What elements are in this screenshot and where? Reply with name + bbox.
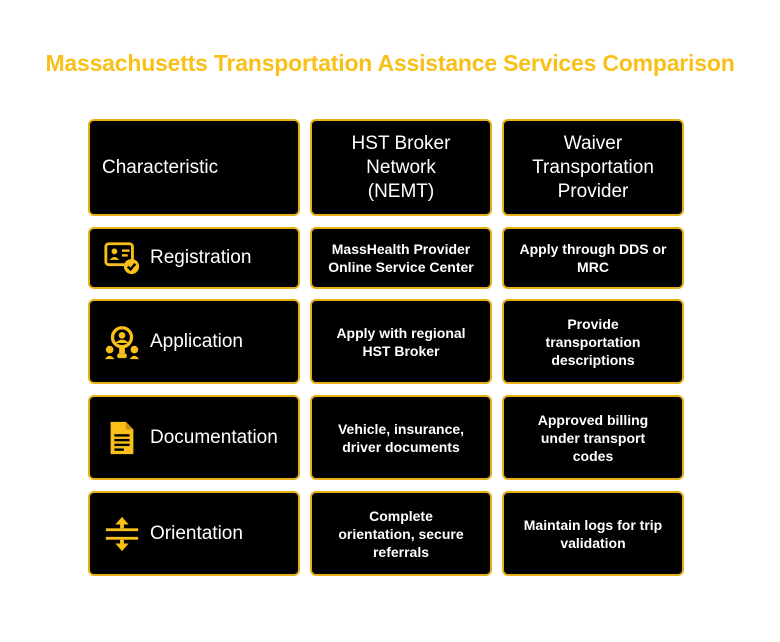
page-title: Massachusetts Transportation Assistance …	[45, 50, 735, 76]
vertical-expand-icon	[102, 514, 142, 554]
header-waiver-provider-label: Waiver Transportation Provider	[532, 132, 654, 202]
row-label-orientation: Orientation	[88, 491, 300, 576]
row-label-text: Documentation	[150, 426, 278, 448]
cell-documentation-hst: Vehicle, insurance, driver documents	[310, 395, 492, 480]
id-card-check-icon	[102, 238, 142, 278]
row-label-registration: Registration	[88, 227, 300, 289]
cell-text: Apply with regional HST Broker	[336, 324, 466, 359]
cell-documentation-waiver: Approved billing under transport codes	[502, 395, 684, 480]
cell-orientation-waiver: Maintain logs for trip validation	[502, 491, 684, 576]
cell-text: Vehicle, insurance, driver documents	[337, 420, 465, 455]
document-icon	[102, 418, 142, 458]
cell-text: Provide transportation descriptions	[545, 315, 641, 368]
cell-registration-waiver: Apply through DDS or MRC	[502, 227, 684, 289]
row-label-documentation: Documentation	[88, 395, 300, 480]
cell-text: Complete orientation, secure referrals	[338, 507, 464, 560]
cell-registration-hst: MassHealth Provider Online Service Cente…	[310, 227, 492, 289]
header-hst-broker-label: HST Broker Network (NEMT)	[351, 132, 451, 202]
cell-text: Apply through DDS or MRC	[519, 241, 667, 275]
cell-text: Approved billing under transport codes	[537, 411, 649, 464]
row-label-text: Orientation	[150, 522, 243, 544]
header-characteristic: Characteristic	[88, 119, 300, 216]
cell-text: Maintain logs for trip validation	[523, 516, 663, 551]
row-label-application: Application	[88, 299, 300, 384]
header-characteristic-label: Characteristic	[102, 156, 219, 178]
cell-application-waiver: Provide transportation descriptions	[502, 299, 684, 384]
row-label-text: Registration	[150, 247, 252, 268]
row-label-text: Application	[150, 330, 243, 352]
cell-text: MassHealth Provider Online Service Cente…	[328, 241, 474, 275]
header-waiver-provider: Waiver Transportation Provider	[502, 119, 684, 216]
cell-orientation-hst: Complete orientation, secure referrals	[310, 491, 492, 576]
cell-application-hst: Apply with regional HST Broker	[310, 299, 492, 384]
header-hst-broker: HST Broker Network (NEMT)	[310, 119, 492, 216]
search-person-icon	[102, 322, 142, 362]
